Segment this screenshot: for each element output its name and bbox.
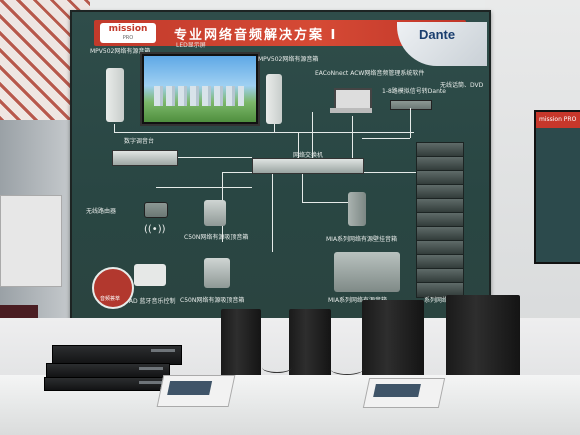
wire [274,124,275,132]
laptop [330,88,372,114]
wire [352,116,353,158]
dante-logo: Dante [397,22,487,66]
source-label: 无线话筒、DVD [440,82,484,89]
left-column-speaker [106,68,124,122]
ipad-label: iPAD 蓝牙音乐控制 [124,298,176,305]
wire [114,124,115,132]
speaker-cable [330,362,364,375]
background-shelf [0,195,62,287]
laptop-label: EACoNnect ACW网络音频管理系统软件 [315,70,425,77]
wire [312,112,313,158]
line-array-cabinet [416,282,464,298]
background-hall [0,120,78,395]
device-indicator [139,381,163,384]
network-switch: 网络交换机 [252,152,364,174]
device-indicator [151,349,175,352]
wire-bus [114,132,414,133]
laptop-keyboard [330,108,372,113]
brochure-stack-2 [362,378,446,408]
wireless-router [144,202,168,218]
wire [156,187,252,188]
wire [298,132,299,158]
ipad [134,264,166,286]
brochure-stack-1 [156,375,236,407]
digital-console [112,150,178,166]
sub-speaker-label: MIA系列网络有源音箱 [328,297,388,304]
speaker-cable [262,362,292,373]
wall-speaker-label: MIA系列网络有源壁挂音箱 [326,236,398,243]
award-badge: 音频荟萃 [92,267,134,309]
ceiling-speaker-a-label: C50N网络有源吸顶音箱 [184,234,249,241]
line-array-label: 系列网络有源 [424,297,461,304]
left-speaker-label: MPV502网络有源音箱 [90,48,151,55]
ceiling-speaker-b [204,258,230,288]
award-badge-label: 音频荟萃 [100,296,121,302]
rack-device-3 [44,377,170,391]
wall-speaker [348,192,366,226]
wire [302,202,362,203]
wifi-icon: ((•)) [144,224,166,235]
wire [410,108,411,138]
device-indicator [139,367,163,370]
led-screen [140,52,260,126]
panel-title: 专业网络音频解决方案 I [174,28,338,43]
converter-label: 1-8路模拟信号转Dante [382,88,446,95]
router-label: 无线路由器 [86,208,117,215]
line-array [416,142,464,312]
brand-logo: mission PRO [100,23,156,43]
brand-logo-top: mission [108,24,148,34]
laptop-screen [334,88,372,110]
dante-converter [390,100,432,110]
right-speaker-label: MPV502网络有源音箱 [258,56,319,63]
wire [272,172,273,252]
bookshelf-speaker-1 [221,309,261,385]
bookshelf-speaker-3 [362,300,424,382]
side-display-label: mission PRO [536,112,580,128]
sub-speaker [334,252,400,292]
wire [176,157,252,158]
network-switch-label: 网络交换机 [293,152,324,159]
rack-device-2 [46,363,170,378]
wire [302,172,303,202]
right-column-speaker [266,74,282,124]
bookshelf-speaker-2 [289,309,331,385]
rack-device-1 [52,345,182,365]
wire [362,138,410,139]
ceiling-speaker-a [204,200,226,226]
brand-logo-bottom: PRO [122,35,134,41]
bookshelf-speaker-4 [446,295,520,385]
brochure-cover [373,384,421,397]
led-diagram-panel: mission PRO 专业网络音频解决方案 I Dante MPV502网络有… [70,10,491,322]
dante-logo-text: Dante [419,27,456,42]
ceiling-speaker-b-label: C50N网络有源吸顶音箱 [180,297,245,304]
wire [362,172,418,173]
side-display: mission PRO [534,110,580,264]
city-skyline [154,86,244,106]
console-label: 数字调音台 [124,138,155,145]
brochure-cover [167,381,213,395]
led-screen-label: LED显示屏 [176,42,206,49]
